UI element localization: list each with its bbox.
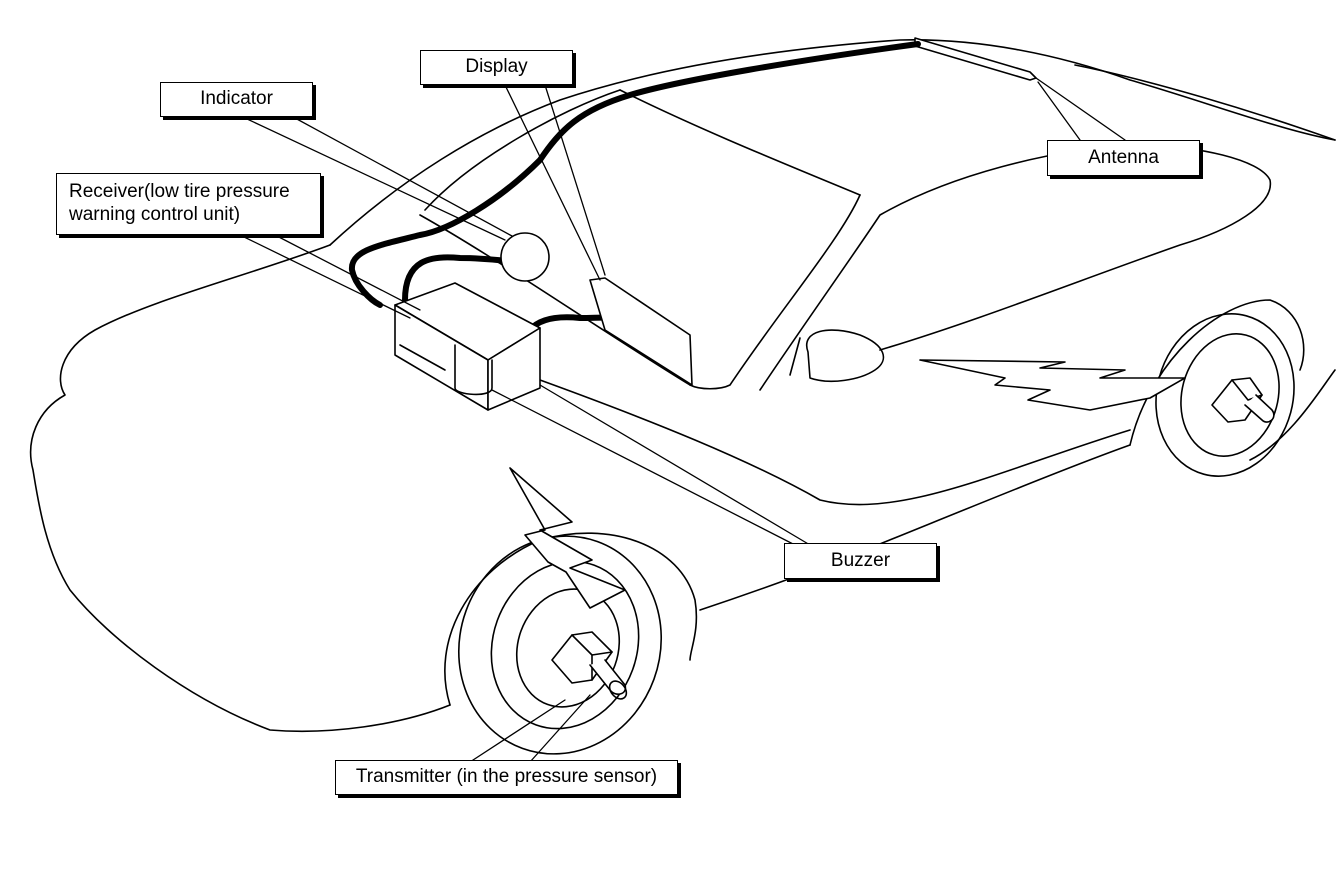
label-display: Display [420, 50, 573, 85]
indicator-leader [244, 117, 506, 241]
label-receiver: Receiver(low tire pressure warning contr… [56, 173, 321, 235]
receiver-leader [239, 234, 411, 319]
label-antenna: Antenna [1047, 140, 1200, 176]
car-body-outline [29, 244, 451, 733]
transmitter-leader [469, 699, 566, 763]
car-side-window [759, 144, 1272, 391]
front-wheel-arch [444, 532, 698, 706]
antenna-harness [348, 41, 921, 308]
label-transmitter: Transmitter (in the pressure sensor) [335, 760, 678, 795]
rear-pressure-sensor [1211, 377, 1275, 423]
display-panel [589, 277, 693, 386]
rear-rim [1180, 333, 1280, 457]
car-rear-lower [1249, 369, 1336, 461]
car-side-mirror [805, 329, 885, 383]
display-leader [504, 84, 601, 281]
car-a-pillar-left [424, 89, 621, 211]
label-buzzer: Buzzer [784, 543, 937, 579]
car-lower-rocker [699, 444, 1131, 611]
car-side-crease [539, 379, 1131, 506]
car-roof-line [329, 39, 1336, 246]
rear-radio-wave [919, 359, 1186, 411]
car-rear-deck [1074, 64, 1336, 141]
front-rim [490, 560, 640, 730]
car-windshield-top [619, 89, 861, 196]
receiver-unit [394, 282, 541, 411]
antenna-leader [1037, 81, 1081, 141]
antenna-bar [914, 37, 1037, 81]
buzzer-leader [491, 389, 796, 546]
label-indicator: Indicator [160, 82, 313, 117]
front-radio-wave [509, 467, 626, 609]
car-hood-windshield-base [419, 214, 691, 386]
car-windshield-side [689, 194, 861, 390]
front-pressure-sensor [551, 631, 628, 700]
indicator-lamp [500, 232, 550, 282]
front-tire [457, 535, 663, 755]
